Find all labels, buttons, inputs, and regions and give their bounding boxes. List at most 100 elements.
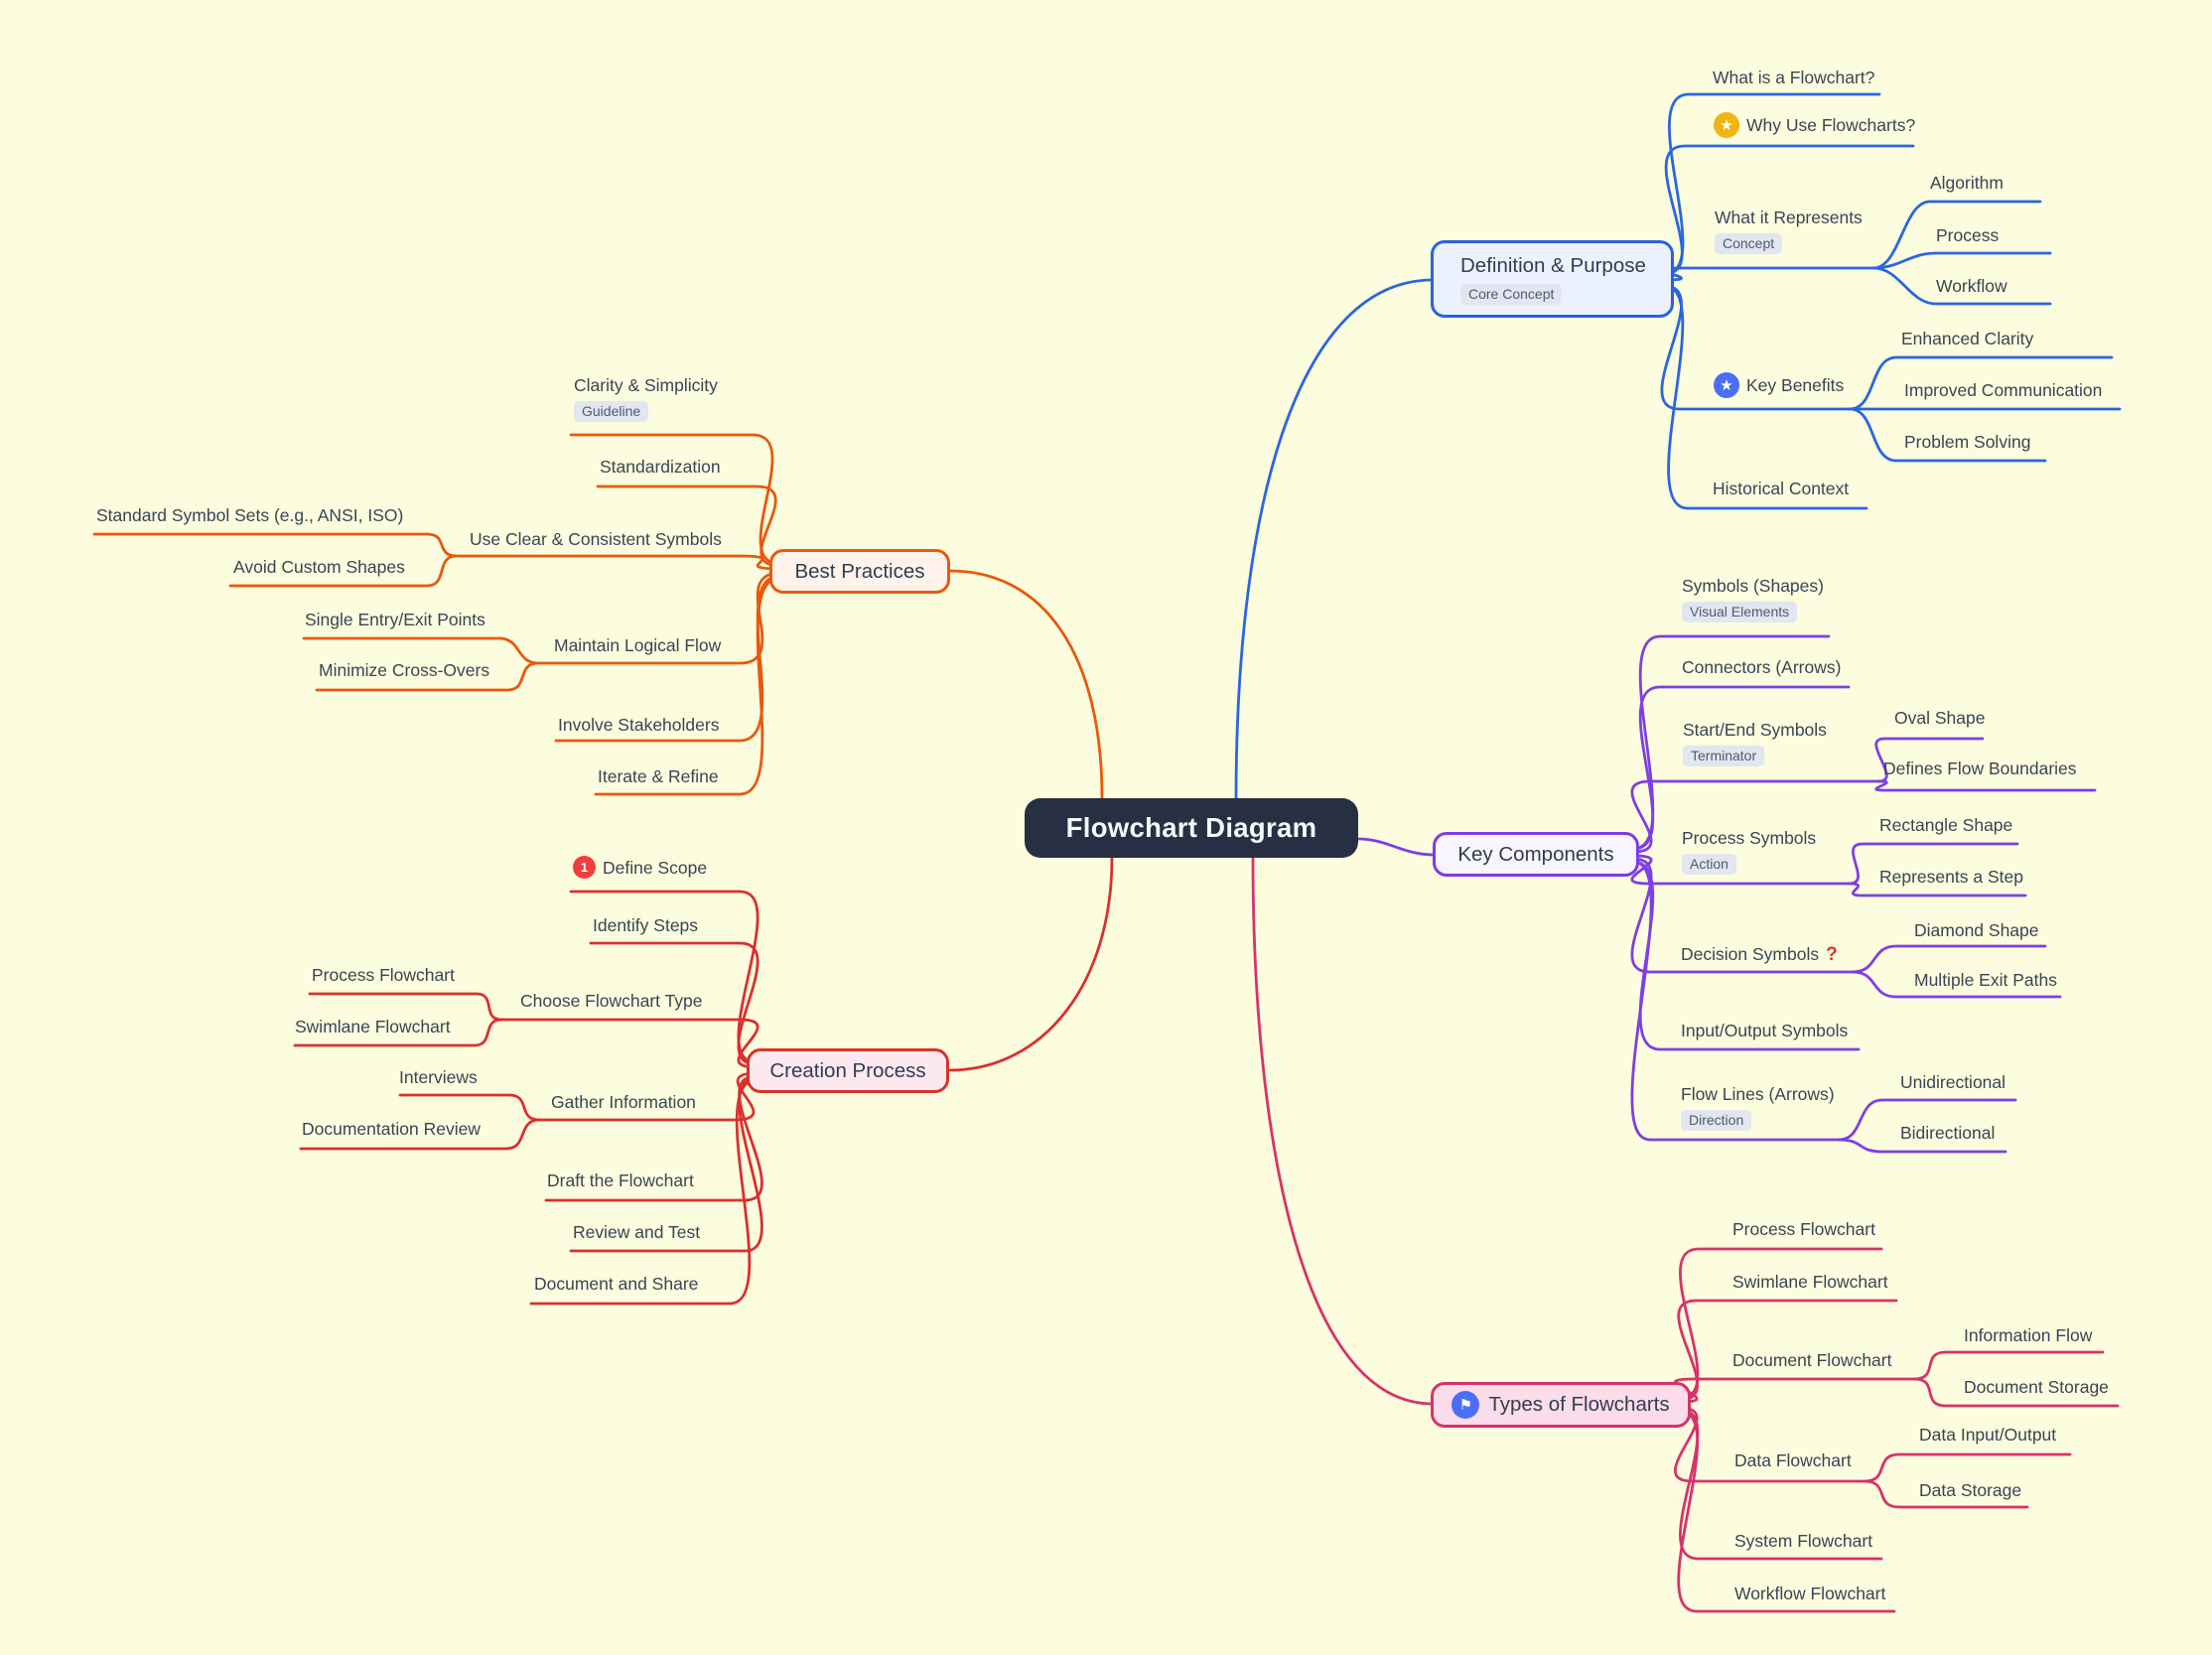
node-unidirectional[interactable]: Unidirectional <box>1900 1071 2005 1093</box>
leaf-label: Swimlane Flowchart <box>1732 1272 1888 1292</box>
node-problem-solving[interactable]: Problem Solving <box>1904 431 2030 453</box>
leaf-label: Enhanced Clarity <box>1901 329 2034 348</box>
leaf-label: Choose Flowchart Type <box>520 991 703 1011</box>
node-data-input-output[interactable]: Data Input/Output <box>1919 1424 2056 1446</box>
node-data-flowchart[interactable]: Data Flowchart <box>1734 1449 1852 1471</box>
leaf-label: Standard Symbol Sets (e.g., ANSI, ISO) <box>96 505 404 525</box>
leaf-badge: Action <box>1682 854 1736 875</box>
node-enhanced-clarity[interactable]: Enhanced Clarity <box>1901 328 2033 349</box>
node-system-flowchart[interactable]: System Flowchart <box>1734 1530 1872 1552</box>
star-icon: ★ <box>1714 372 1739 398</box>
node-why-use-flowcharts[interactable]: ★ Why Use Flowcharts? <box>1714 112 1915 138</box>
node-swimlane-flowchart-creation[interactable]: Swimlane Flowchart <box>295 1016 451 1037</box>
node-start-end-symbols[interactable]: Start/End Symbols Terminator <box>1683 719 1827 766</box>
leaf-label: Define Scope <box>603 857 708 878</box>
leaf-label: Gather Information <box>551 1092 696 1112</box>
node-draft-the-flowchart[interactable]: Draft the Flowchart <box>547 1170 694 1191</box>
node-input-output-symbols[interactable]: Input/Output Symbols <box>1681 1020 1848 1041</box>
node-swimlane-flowchart[interactable]: Swimlane Flowchart <box>1732 1271 1888 1293</box>
leaf-label: Minimize Cross-Overs <box>319 660 490 680</box>
node-rectangle-shape[interactable]: Rectangle Shape <box>1879 814 2012 836</box>
leaf-label: System Flowchart <box>1734 1531 1873 1551</box>
leaf-label: What it Represents <box>1715 207 1863 227</box>
node-decision-symbols[interactable]: Decision Symbols? <box>1681 943 1838 966</box>
node-standard-symbol-sets[interactable]: Standard Symbol Sets (e.g., ANSI, ISO) <box>96 504 403 526</box>
node-single-entry-exit-points[interactable]: Single Entry/Exit Points <box>305 609 485 630</box>
leaf-label: Single Entry/Exit Points <box>305 610 485 629</box>
root-node-flowchart-diagram[interactable]: Flowchart Diagram <box>1025 798 1358 858</box>
leaf-label: Interviews <box>399 1067 478 1087</box>
leaf-label: Document Storage <box>1964 1377 2109 1397</box>
node-flow-lines-arrows[interactable]: Flow Lines (Arrows) Direction <box>1681 1083 1835 1131</box>
node-clarity-simplicity[interactable]: Clarity & Simplicity Guideline <box>574 374 718 422</box>
branch-node-types-of-flowcharts[interactable]: ⚑ Types of Flowcharts <box>1431 1382 1691 1428</box>
leaf-badge: Concept <box>1715 233 1783 254</box>
node-documentation-review[interactable]: Documentation Review <box>302 1118 481 1140</box>
node-document-storage[interactable]: Document Storage <box>1964 1376 2109 1398</box>
node-review-and-test[interactable]: Review and Test <box>573 1221 700 1243</box>
node-algorithm[interactable]: Algorithm <box>1930 172 2004 194</box>
node-data-storage[interactable]: Data Storage <box>1919 1479 2021 1501</box>
node-involve-stakeholders[interactable]: Involve Stakeholders <box>558 714 719 736</box>
creation-branch-links <box>293 856 1114 1306</box>
node-bidirectional[interactable]: Bidirectional <box>1900 1122 1995 1144</box>
branch-node-definition-purpose[interactable]: Definition & Purpose Core Concept <box>1431 240 1674 318</box>
leaf-badge: Guideline <box>574 401 649 422</box>
leaf-label: Information Flow <box>1964 1325 2093 1345</box>
node-oval-shape[interactable]: Oval Shape <box>1894 707 1985 729</box>
star-icon: ★ <box>1714 112 1739 138</box>
node-diamond-shape[interactable]: Diamond Shape <box>1914 919 2039 941</box>
node-minimize-cross-overs[interactable]: Minimize Cross-Overs <box>319 659 489 681</box>
components-branch-links <box>1356 634 2097 1154</box>
node-key-benefits[interactable]: ★ Key Benefits <box>1714 372 1844 398</box>
types-branch-links <box>1251 856 2120 1613</box>
node-improved-communication[interactable]: Improved Communication <box>1904 379 2102 401</box>
leaf-label: Use Clear & Consistent Symbols <box>470 529 722 549</box>
leaf-label: Bidirectional <box>1900 1123 1996 1143</box>
branch-label: Best Practices <box>794 559 925 583</box>
node-avoid-custom-shapes[interactable]: Avoid Custom Shapes <box>233 556 405 578</box>
node-symbols-shapes[interactable]: Symbols (Shapes) Visual Elements <box>1682 575 1824 622</box>
node-choose-flowchart-type[interactable]: Choose Flowchart Type <box>520 990 703 1012</box>
node-process[interactable]: Process <box>1936 224 1999 246</box>
node-process-symbols[interactable]: Process Symbols Action <box>1682 827 1816 875</box>
node-maintain-logical-flow[interactable]: Maintain Logical Flow <box>554 634 721 656</box>
node-what-is-a-flowchart[interactable]: What is a Flowchart? <box>1713 67 1874 88</box>
branch-node-best-practices[interactable]: Best Practices <box>769 549 950 594</box>
node-define-scope[interactable]: 1 Define Scope <box>573 856 707 879</box>
node-document-flowchart[interactable]: Document Flowchart <box>1732 1349 1891 1371</box>
definition-branch-links <box>1234 92 2122 802</box>
node-what-it-represents[interactable]: What it Represents Concept <box>1715 207 1863 254</box>
node-information-flow[interactable]: Information Flow <box>1964 1324 2092 1346</box>
node-iterate-refine[interactable]: Iterate & Refine <box>598 765 719 787</box>
node-workflow-flowchart[interactable]: Workflow Flowchart <box>1734 1583 1885 1604</box>
node-defines-flow-boundaries[interactable]: Defines Flow Boundaries <box>1883 758 2077 779</box>
node-process-flowchart-creation[interactable]: Process Flowchart <box>312 964 455 986</box>
node-connectors-arrows[interactable]: Connectors (Arrows) <box>1682 656 1841 678</box>
node-use-clear-consistent-symbols[interactable]: Use Clear & Consistent Symbols <box>470 528 722 550</box>
node-identify-steps[interactable]: Identify Steps <box>593 914 698 936</box>
node-multiple-exit-paths[interactable]: Multiple Exit Paths <box>1914 969 2057 991</box>
node-standardization[interactable]: Standardization <box>600 456 721 478</box>
leaf-label: Problem Solving <box>1904 432 2031 452</box>
node-represents-a-step[interactable]: Represents a Step <box>1879 866 2023 888</box>
branch-node-creation-process[interactable]: Creation Process <box>747 1048 949 1093</box>
node-process-flowchart[interactable]: Process Flowchart <box>1732 1218 1875 1240</box>
branch-node-key-components[interactable]: Key Components <box>1433 832 1639 877</box>
branch-label: Definition & Purpose <box>1460 253 1646 277</box>
node-gather-information[interactable]: Gather Information <box>551 1091 696 1113</box>
leaf-label: Diamond Shape <box>1914 920 2039 940</box>
leaf-label: Oval Shape <box>1894 708 1986 728</box>
node-interviews[interactable]: Interviews <box>399 1066 478 1088</box>
node-workflow[interactable]: Workflow <box>1936 275 2007 297</box>
leaf-label: Process Flowchart <box>312 965 455 985</box>
leaf-label: Represents a Step <box>1879 867 2023 887</box>
leaf-label: Involve Stakeholders <box>558 715 720 735</box>
node-historical-context[interactable]: Historical Context <box>1713 478 1849 499</box>
node-document-and-share[interactable]: Document and Share <box>534 1273 698 1295</box>
leaf-label: Workflow <box>1936 276 2007 296</box>
leaf-label: Unidirectional <box>1900 1072 2006 1092</box>
leaf-label: Decision Symbols <box>1681 944 1820 964</box>
branch-label: Key Components <box>1457 842 1614 866</box>
